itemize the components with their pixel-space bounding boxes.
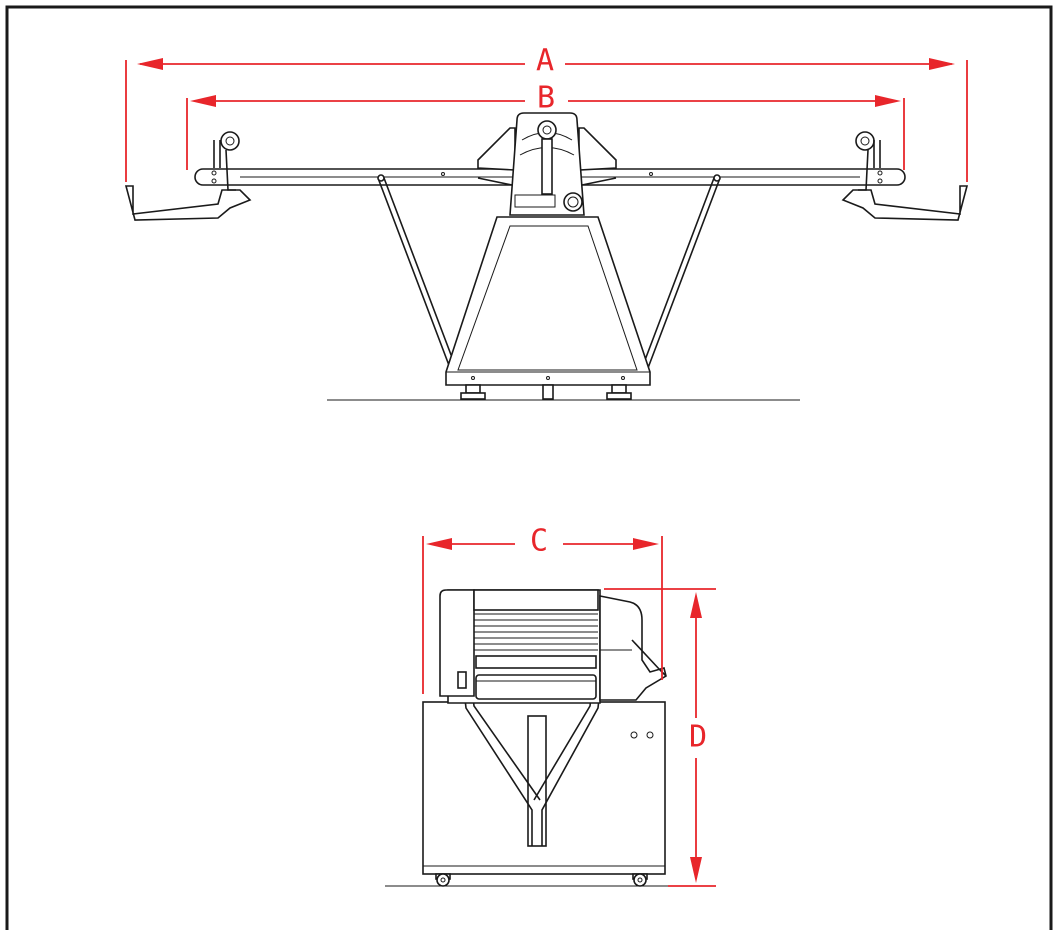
side-latch <box>457 671 467 689</box>
right-tray <box>841 185 969 221</box>
dimension-label-c: C <box>530 524 548 559</box>
dimension-label-d: D <box>689 720 707 755</box>
control-dial <box>563 192 583 212</box>
indicator-dot <box>646 731 654 739</box>
drawing-border <box>5 5 1053 930</box>
right-handle <box>855 131 883 191</box>
dimension-b: B <box>186 81 905 170</box>
indicator-dot <box>630 731 638 739</box>
dimension-a: A <box>125 44 968 182</box>
control-panel <box>514 194 556 208</box>
front-view: A B <box>124 44 969 401</box>
casters <box>435 873 648 887</box>
dimension-label-b: B <box>537 81 555 116</box>
dimension-label-a: A <box>536 44 554 79</box>
head-right-wing <box>578 127 617 171</box>
left-tray <box>124 185 252 221</box>
roller-bottom <box>475 674 597 700</box>
leveling-feet <box>460 384 632 400</box>
right-support-strut <box>641 177 721 369</box>
head-left-wing <box>477 127 516 171</box>
dimension-c: C <box>422 524 663 694</box>
dimension-d: D <box>604 588 716 887</box>
roller-top <box>475 655 597 669</box>
adjust-knob <box>537 120 557 140</box>
adjust-lever <box>541 138 553 195</box>
left-handle <box>211 131 240 191</box>
cooling-fins <box>473 589 599 651</box>
base-stand <box>445 216 651 386</box>
side-view: C D <box>385 524 716 887</box>
motor-handle <box>599 595 667 701</box>
center-post <box>527 715 547 847</box>
left-support-strut <box>377 177 457 369</box>
